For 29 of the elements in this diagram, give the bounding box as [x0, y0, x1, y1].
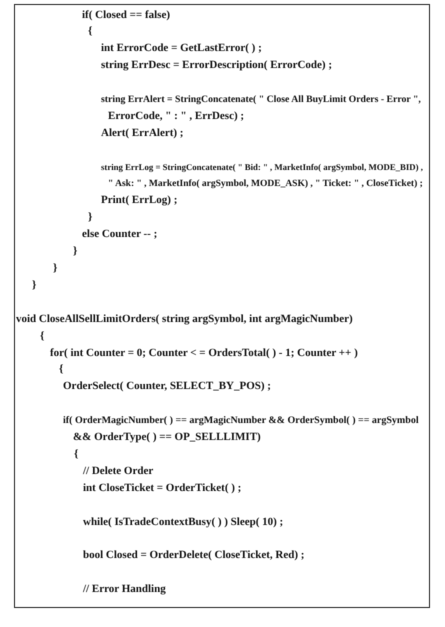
code-line: bool Closed = OrderDelete( CloseTicket, Red) ;: [83, 549, 304, 562]
code-line: }: [73, 245, 78, 258]
code-line: int CloseTicket = OrderTicket( ) ;: [83, 482, 242, 495]
code-line: else Counter -- ;: [82, 228, 158, 242]
code-line: string ErrDesc = ErrorDescription( ErrorCode) ;: [101, 59, 332, 72]
code-line: }: [88, 211, 92, 224]
code-line: // Delete Order: [83, 464, 154, 478]
code-line: " Ask: " , MarketInfo( argSymbol, MODE_ASK) , " Ticket: " , CloseTicket) ;: [108, 178, 423, 190]
code-line: }: [32, 278, 36, 292]
code-line: ErrorCode, " : " , ErrDesc) ;: [108, 110, 244, 123]
code-line: string ErrAlert = StringConcatenate( " Close All BuyLimit Orders - Error ",: [101, 93, 421, 106]
code-line: {: [59, 363, 64, 376]
code-line: }: [53, 262, 58, 275]
code-line: OrderSelect( Counter, SELECT_BY_POS) ;: [63, 380, 271, 394]
code-line: void CloseAllSellLimitOrders( string argSymbol, int argMagicNumber): [16, 312, 353, 326]
code-line: {: [74, 448, 78, 461]
code-line: {: [88, 25, 92, 38]
code-line: if( OrderMagicNumber( ) == argMagicNumber && OrderSymbol( ) == argSymbol: [63, 414, 419, 428]
code-line: && OrderType( ) == OP_SELLLIMIT): [73, 431, 261, 444]
code-listing-frame: [14, 4, 430, 608]
code-line: int ErrorCode = GetLastError( ) ;: [101, 42, 262, 56]
code-line: {: [40, 330, 44, 343]
code-line: if( Closed == false): [82, 8, 170, 22]
code-line: while( IsTradeContextBusy( ) ) Sleep( 10) ;: [83, 516, 284, 528]
code-line: string ErrLog = StringConcatenate( " Bid: " , MarketInfo( argSymbol, MODE_BID) ,: [101, 160, 423, 174]
code-line: for( int Counter = 0; Counter < = OrdersTotal( ) - 1; Counter ++ ): [50, 346, 358, 360]
code-line: Alert( ErrAlert) ;: [101, 126, 184, 140]
code-line: // Error Handling: [83, 583, 166, 596]
code-line: Print( ErrLog) ;: [101, 194, 178, 208]
